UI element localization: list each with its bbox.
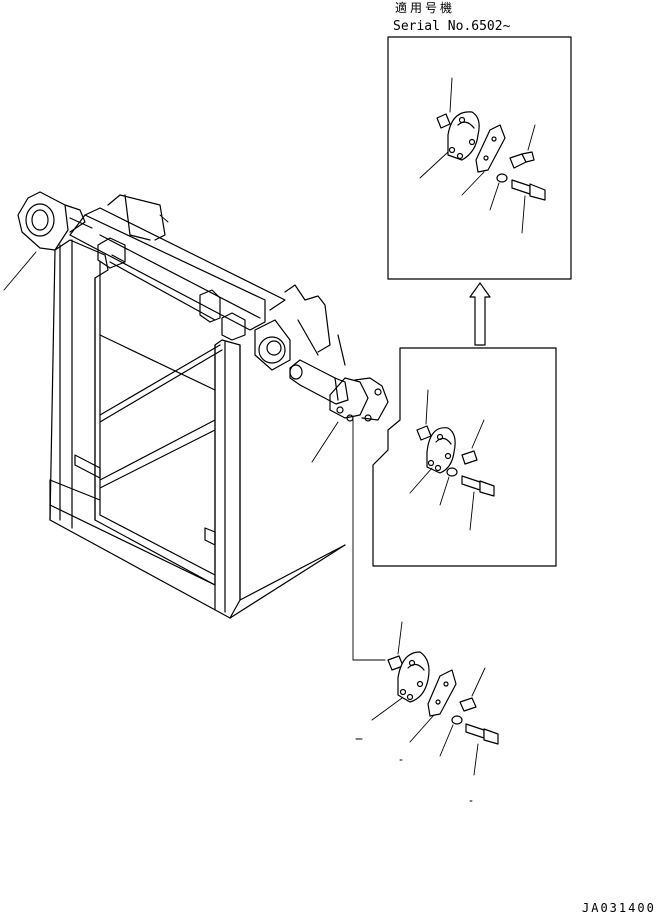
drawing-code: JA031400 — [582, 901, 656, 915]
applicable-serial-heading: 適用号機 — [395, 0, 455, 15]
shaft-pin-assembly — [289, 359, 389, 661]
serial-number-label: Serial No.6502~ — [393, 19, 511, 34]
inset-box-detail — [372, 347, 557, 567]
lower-detail-assembly — [355, 621, 499, 802]
main-frame-assembly — [3, 191, 346, 619]
inset-box-serial — [387, 36, 572, 280]
arrow-up-icon — [469, 282, 491, 346]
